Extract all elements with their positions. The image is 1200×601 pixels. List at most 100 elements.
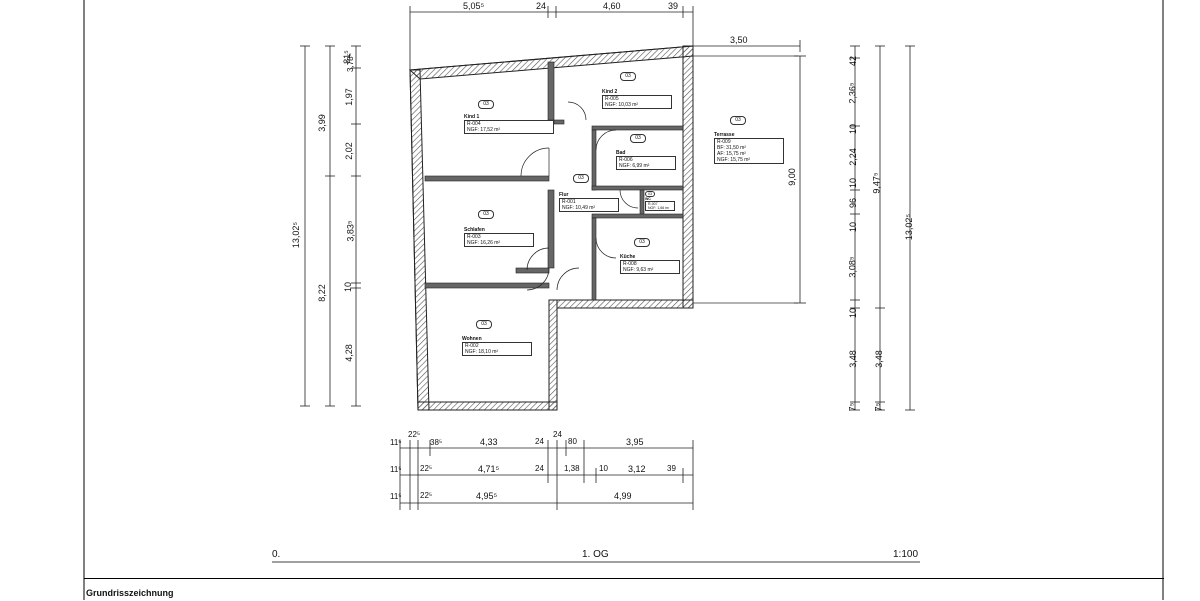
room-name: Wohnen — [462, 336, 482, 342]
dim-right-inner: 2,24 — [847, 148, 858, 166]
room-name: Flur — [559, 192, 569, 198]
dim-terrace-height: 9,00 — [786, 168, 797, 186]
room-code: R-008 — [623, 261, 637, 267]
dim-left-inner: 1,97 — [343, 88, 354, 106]
room-name: Küche — [620, 254, 636, 260]
room-area: NGF: 9,63 m² — [623, 267, 654, 273]
dim-right-mid: 3,48 — [873, 350, 884, 368]
room-code: R-002 — [465, 343, 479, 349]
dim-left-mid: 3,99 — [316, 114, 327, 132]
inner-walls — [424, 61, 684, 301]
dim-right-inner: 3,08⁵ — [847, 256, 858, 278]
dim-bottom-1: 24 — [535, 437, 544, 446]
room-level-marker: 03 — [730, 116, 746, 125]
dim-bottom-3: 4,95⁵ — [476, 491, 498, 501]
room-tag-table: R-003 NGF: 16,26 m² — [464, 233, 534, 247]
room-tag-table: R-006 NGF: 6,99 m² — [616, 156, 676, 170]
dim-right-mid: 7⁵ — [873, 402, 884, 412]
dim-right-mid: 9,47⁵ — [871, 172, 882, 194]
dim-bottom-1: 38⁵ — [430, 438, 443, 447]
dim-bottom-1: 11⁵ — [390, 438, 402, 447]
room-area: NGF: 1,66 m² — [648, 206, 670, 210]
room-name: Bad — [616, 150, 626, 156]
room-level-marker: 03 — [476, 320, 492, 329]
room-name: Schlafen — [464, 227, 485, 233]
dim-right-inner: 10 — [848, 221, 859, 233]
footer-left-label: 0. — [272, 549, 281, 560]
dim-bottom-2: 24 — [535, 464, 544, 473]
dim-left-mid: 8,22 — [316, 284, 327, 302]
dim-bottom-1: 24 — [553, 430, 562, 439]
room-area: NGF: 10,03 m² — [605, 102, 639, 108]
scale-label: 1:100 — [893, 549, 919, 560]
room-area: NGF: 18,10 m² — [465, 349, 499, 355]
dim-bottom-3: 4,99 — [614, 491, 632, 501]
room-code: R-003 — [467, 234, 481, 240]
room-name: WC — [645, 197, 651, 201]
dim-left-inner: 2,02 — [343, 142, 354, 160]
room-level-marker: 03 — [573, 174, 589, 183]
dim-right-inner: 42 — [848, 55, 859, 67]
room-code: R-009 — [717, 139, 731, 145]
room-area: NGF: 17,52 m² — [467, 127, 501, 133]
dim-bottom-2: 4,71⁵ — [478, 464, 500, 474]
room-area: NGF: 6,99 m² — [619, 163, 650, 169]
room-area: NGF: 16,26 m² — [467, 240, 501, 246]
dim-bottom-1: 3,95 — [626, 437, 644, 447]
dim-bottom-2: 39 — [667, 464, 676, 473]
title-block-label: Grundrisszeichnung — [86, 588, 174, 598]
dim-bottom-1: 22⁵ — [408, 430, 421, 439]
dim-bottom-2: 11⁵ — [390, 465, 402, 474]
dim-right-inner: 3,48 — [847, 350, 858, 368]
dim-bottom-1: 4,33 — [480, 437, 498, 447]
dim-terrace-width: 3,50 — [730, 35, 748, 45]
room-level-marker: 03 — [478, 100, 494, 109]
dim-top: 24 — [536, 1, 547, 11]
room-tag-table: R-007 NGF: 1,66 m² — [645, 201, 675, 211]
room-code: R-006 — [619, 157, 633, 163]
dim-right-inner: 2,36⁵ — [847, 82, 858, 104]
room-name: Terrasse — [714, 132, 735, 138]
dim-bottom-3: 22⁵ — [420, 491, 433, 500]
dim-right-inner: 10 — [848, 307, 859, 319]
dim-bottom-2: 3,12 — [628, 464, 646, 474]
dim-bottom-2: 22⁵ — [420, 464, 433, 473]
room-code: R-005 — [605, 96, 619, 102]
dim-left-inner: 10 — [343, 281, 354, 293]
room-level-marker: 03 — [630, 134, 646, 143]
room-level-marker: 03 — [478, 210, 494, 219]
room-tag-table: R-004 NGF: 17,52 m² — [464, 120, 554, 134]
dim-bottom-1: 80 — [568, 437, 577, 446]
room-code: R-004 — [467, 121, 481, 127]
dim-bottom-3: 11⁵ — [390, 492, 402, 501]
room-tag-table: R-008 NGF: 9,63 m² — [620, 260, 680, 274]
door-swings — [520, 101, 639, 291]
room-level-marker: 03 — [645, 191, 655, 197]
dim-top: 4,60 — [603, 1, 621, 11]
dim-left-outer: 13,02⁵ — [291, 221, 302, 249]
dimension-lines — [300, 6, 915, 510]
room-tag-table: R-002 NGF: 18,10 m² — [462, 342, 532, 356]
room-area: NGF: 10,49 m² — [562, 205, 596, 211]
room-code: R-001 — [562, 199, 576, 205]
dim-left-inner: 3,83⁵ — [345, 220, 356, 242]
dim-right-outer: 13,02⁵ — [904, 213, 915, 241]
title-block: Grundrisszeichnung — [84, 578, 1164, 601]
room-area-af: AF: 15,75 m² — [717, 151, 746, 157]
room-level-marker: 03 — [634, 238, 650, 247]
dim-right-inner: 7⁵ — [847, 402, 858, 412]
dim-right-inner: 10 — [848, 123, 859, 135]
dim-top: 5,05⁵ — [463, 1, 485, 11]
room-area-ngf: NGF: 15,75 m² — [717, 157, 751, 163]
dim-top: 39 — [668, 1, 679, 11]
room-name: Kind 2 — [602, 89, 618, 95]
terrace-outline — [693, 55, 798, 304]
dim-right-inner: 10 — [848, 177, 859, 189]
dim-left-inner: 4,28 — [343, 344, 354, 362]
dim-bottom-2: 10 — [599, 464, 608, 473]
room-area-bf: BF: 31,50 m² — [717, 145, 746, 151]
room-tag-table: R-001 NGF: 10,49 m² — [559, 198, 619, 212]
dim-left-small: 3,78⁵ — [345, 53, 355, 72]
dim-bottom-2: 1,38 — [564, 464, 580, 473]
